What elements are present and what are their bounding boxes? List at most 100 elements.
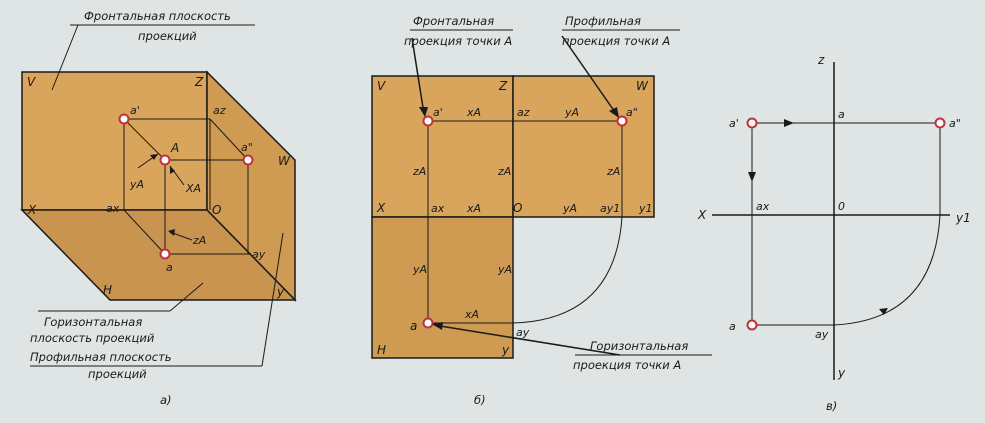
line-ax-a (123, 209, 166, 255)
label-y1: y1 (955, 211, 971, 225)
arrowhead-XA (170, 166, 175, 174)
arrowhead-a1-a2 (784, 119, 794, 127)
label-V: V (377, 79, 386, 93)
label-yA-low-left: yA (412, 263, 427, 276)
label-yA-top: yA (564, 106, 579, 119)
label-a-top: a (838, 108, 845, 121)
label-O: 0 (838, 200, 845, 213)
label-a: a (166, 261, 173, 274)
plane-v-unfolded (371, 75, 514, 218)
label-ax: ax (756, 200, 770, 213)
callout-horizontal-line2: проекция точки A (573, 358, 681, 372)
line-a1-A (123, 118, 166, 161)
axis-y-3d (206, 209, 251, 255)
point-a2 (934, 117, 946, 129)
label-ay: ay (252, 248, 266, 261)
arrowhead-arc (879, 308, 888, 315)
callout-frontal-line1: Фронтальная (413, 14, 494, 28)
callout-frontal-arrowhead (419, 107, 428, 117)
panel-a: V Z W X O H y a' az A a" yA XA ax zA ay … (20, 9, 297, 407)
point-a2 (242, 154, 254, 166)
label-X: X (27, 203, 37, 217)
callout-profile-line2: проекция точки A (562, 34, 670, 48)
label-a: a (729, 320, 736, 333)
label-a2: a" (241, 141, 253, 154)
label-zA-left: zA (412, 165, 426, 178)
label-ay1: ay1 (600, 202, 620, 215)
callout-frontal-leader (51, 24, 79, 91)
point-A (159, 154, 171, 166)
label-a: a (410, 319, 417, 333)
point-a1 (422, 115, 434, 127)
point-a (422, 317, 434, 329)
label-yA: yA (129, 178, 144, 191)
callout-profile-leader (561, 35, 618, 116)
label-X: X (376, 201, 386, 215)
horizontal-plane-h (20, 209, 297, 301)
label-az: az (213, 104, 226, 117)
arrowhead-yA (150, 154, 158, 160)
label-Z: Z (498, 79, 508, 93)
caption-a: а) (160, 393, 172, 407)
label-y1: y1 (638, 202, 653, 215)
arc-ay-ay1 (512, 216, 623, 324)
label-az: az (517, 106, 530, 119)
label-y: y (837, 366, 846, 380)
label-zA-mid: zA (497, 165, 511, 178)
label-O: O (212, 203, 221, 217)
callout-horizontal-leader (433, 324, 621, 356)
callout-profile-leader (261, 232, 284, 367)
callout-horizontal-line2: плоскость проекций (30, 331, 155, 345)
label-zA: zA (192, 234, 206, 247)
caption-b: б) (474, 393, 486, 407)
label-ax: ax (431, 202, 445, 215)
label-a2: a" (949, 117, 961, 130)
callout-frontal-line2: проекций (138, 29, 197, 43)
callout-horizontal-arrowhead (432, 322, 443, 330)
label-W: W (636, 79, 649, 93)
caption-c: в) (826, 399, 837, 413)
callout-horizontal-leader (169, 282, 204, 312)
point-a1 (118, 113, 130, 125)
callout-profile-line1: Профильная (565, 14, 641, 28)
point-a (159, 248, 171, 260)
label-yA-mid: yA (562, 202, 577, 215)
plane-w-unfolded (512, 75, 655, 218)
plane-h-unfolded (371, 216, 514, 359)
label-XA: XA (185, 182, 201, 195)
label-a1: a' (433, 106, 443, 119)
label-a1: a' (130, 104, 140, 117)
frontal-plane-v (21, 71, 208, 211)
callout-profile-arrowhead (609, 107, 619, 118)
arrowhead-zA (168, 229, 175, 236)
label-Z: Z (194, 75, 204, 89)
label-y: y (501, 343, 510, 357)
point-a2 (616, 115, 628, 127)
callout-frontal-leader (411, 37, 425, 115)
label-X: X (697, 208, 707, 222)
label-xA-low: xA (464, 308, 479, 321)
label-zA-right: zA (606, 165, 620, 178)
panel-b: V Z W a' xA az yA a" zA zA zA X ax xA O … (371, 14, 712, 407)
label-H: H (377, 343, 386, 357)
label-a2: a" (626, 106, 638, 119)
arc-ay (833, 214, 941, 326)
label-A: A (170, 141, 179, 155)
callout-horizontal-line1: Горизонтальная (590, 339, 688, 353)
label-O: O (513, 201, 522, 215)
point-a1 (746, 117, 758, 129)
point-a (746, 319, 758, 331)
label-ax: ax (106, 202, 120, 215)
label-V: V (27, 75, 36, 89)
callout-frontal-line1: Фронтальная плоскость (84, 9, 231, 23)
label-xA-mid: xA (466, 202, 481, 215)
label-H: H (103, 283, 112, 297)
callout-profile-line1: Профильная плоскость (30, 350, 172, 364)
label-W: W (278, 154, 291, 168)
label-xA-top: xA (466, 106, 481, 119)
callout-profile-line2: проекций (88, 367, 147, 381)
label-a1: a' (729, 117, 739, 130)
label-yA-low-mid: yA (497, 263, 512, 276)
label-ay: ay (516, 326, 530, 339)
